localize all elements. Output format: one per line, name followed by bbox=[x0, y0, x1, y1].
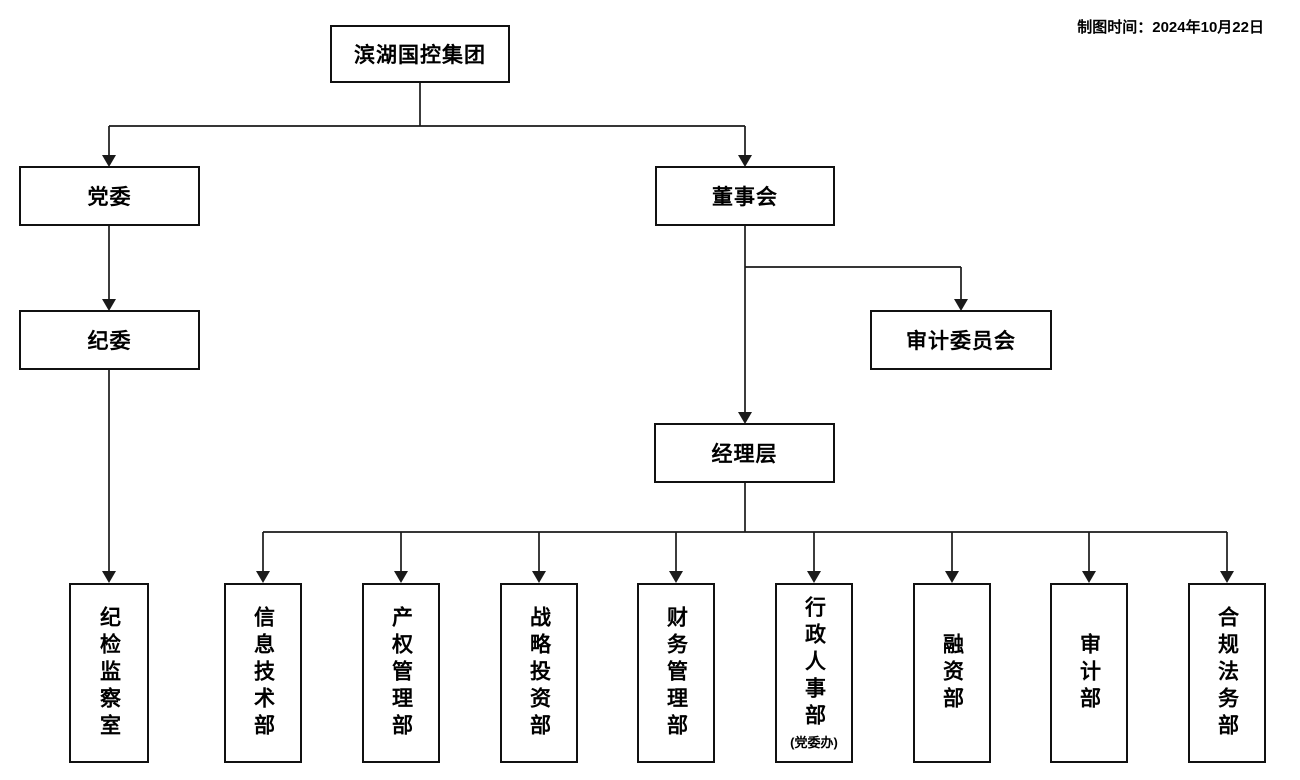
org-node-board-of-directors: 董事会 bbox=[655, 166, 835, 226]
org-node-discipline-inspection-office-label: 纪检监察室 bbox=[97, 605, 121, 741]
org-node-audit-committee: 审计委员会 bbox=[870, 310, 1052, 370]
connector-paths bbox=[108, 83, 1228, 573]
org-node-root-label: 滨湖国控集团 bbox=[354, 44, 486, 67]
org-node-dept-admin-hr: 行政人事部 (党委办) bbox=[775, 583, 853, 763]
org-node-dept-audit: 审计部 bbox=[1050, 583, 1128, 763]
org-node-dept-label: 信息技术部 bbox=[251, 605, 275, 741]
org-node-management-layer-label: 经理层 bbox=[711, 443, 778, 466]
org-node-dept-strategic-investment: 战略投资部 bbox=[500, 583, 578, 763]
org-node-dept-financing: 融资部 bbox=[913, 583, 991, 763]
org-node-board-of-directors-label: 董事会 bbox=[712, 186, 778, 209]
org-node-audit-committee-label: 审计委员会 bbox=[906, 330, 1016, 353]
org-node-dept-label: 审计部 bbox=[1077, 632, 1101, 714]
org-node-dept-property-rights: 产权管理部 bbox=[362, 583, 440, 763]
org-node-dept-label: 合规法务部 bbox=[1215, 605, 1239, 741]
org-node-dept-information-technology: 信息技术部 bbox=[224, 583, 302, 763]
org-node-dept-sublabel: (党委办) bbox=[790, 734, 838, 750]
org-node-management-layer: 经理层 bbox=[654, 423, 835, 483]
org-node-discipline-committee-label: 纪委 bbox=[87, 330, 132, 353]
org-node-dept-label: 融资部 bbox=[940, 632, 964, 714]
org-node-dept-label: 战略投资部 bbox=[527, 605, 551, 741]
org-node-dept-label: 产权管理部 bbox=[389, 605, 413, 741]
chart-timestamp: 制图时间：2024年10月22日 bbox=[1077, 19, 1264, 36]
org-node-root: 滨湖国控集团 bbox=[330, 25, 510, 83]
org-node-dept-label: 财务管理部 bbox=[664, 605, 688, 741]
arrowheads bbox=[102, 155, 1234, 583]
org-node-discipline-inspection-office: 纪检监察室 bbox=[69, 583, 149, 763]
org-node-discipline-committee: 纪委 bbox=[19, 310, 200, 370]
org-node-party-committee: 党委 bbox=[19, 166, 200, 226]
org-node-dept-compliance-legal: 合规法务部 bbox=[1188, 583, 1266, 763]
org-node-dept-financial-management: 财务管理部 bbox=[637, 583, 715, 763]
org-node-party-committee-label: 党委 bbox=[87, 186, 132, 209]
org-node-dept-label: 行政人事部 bbox=[802, 595, 826, 731]
